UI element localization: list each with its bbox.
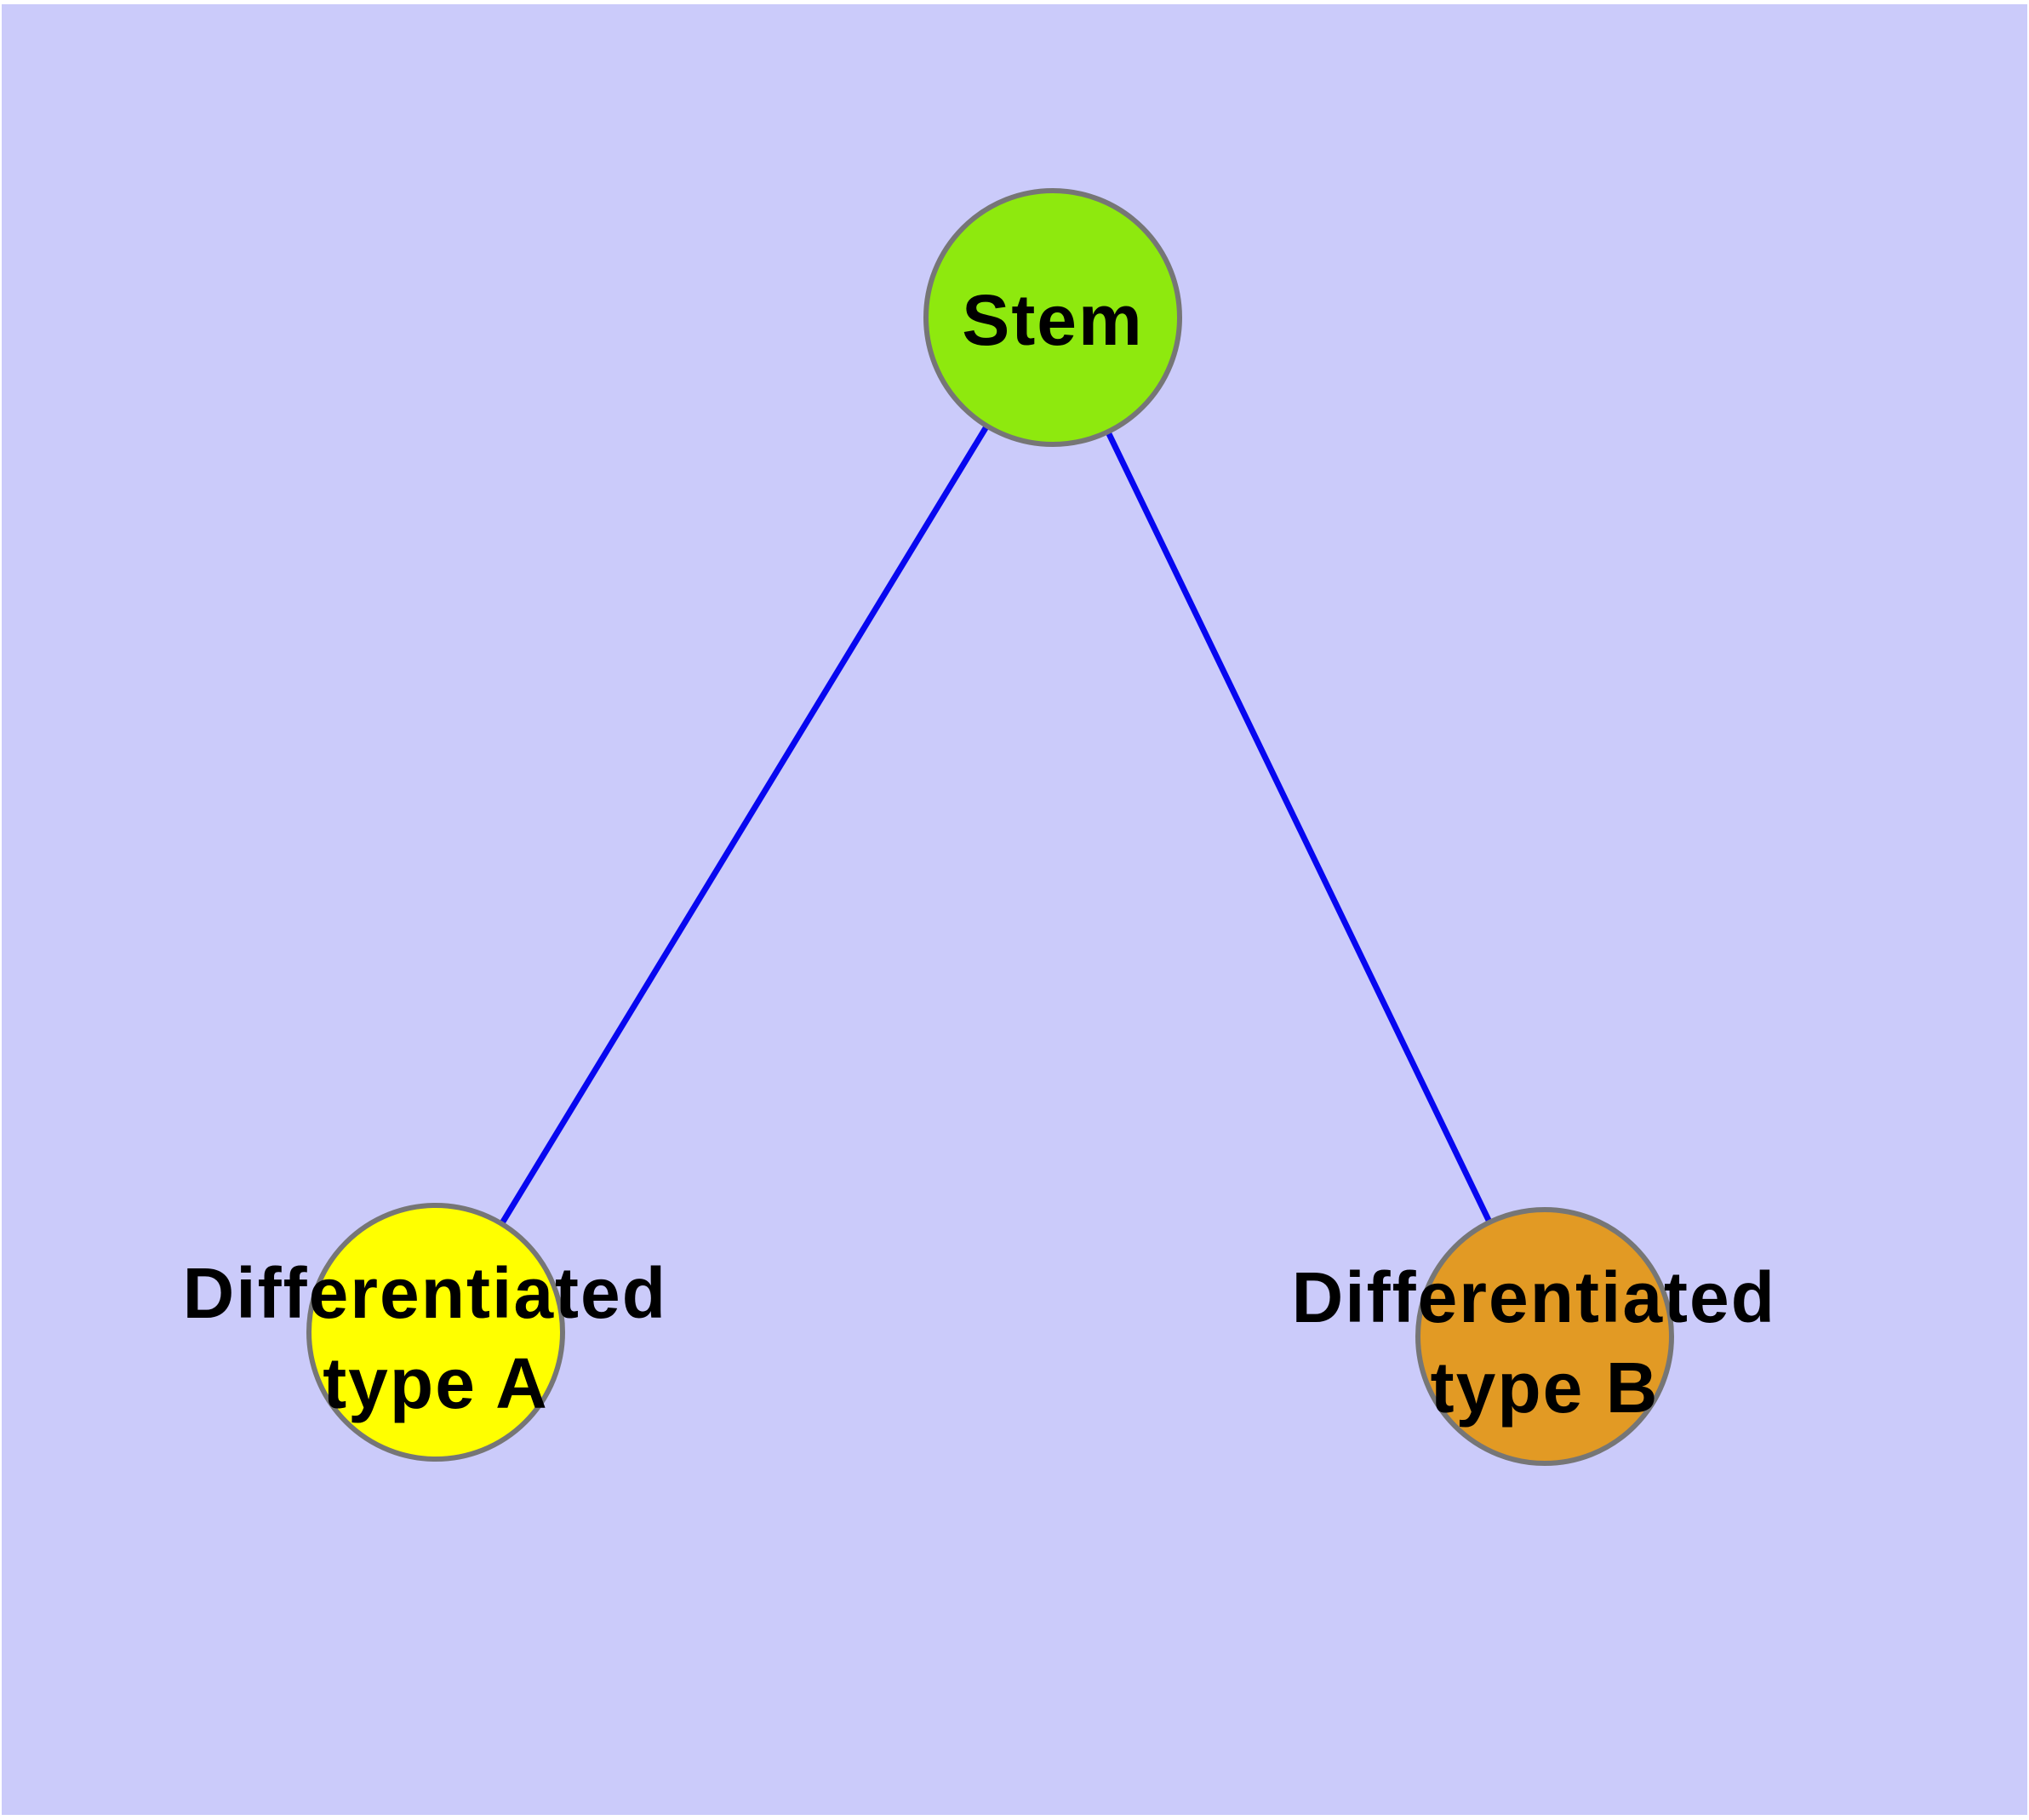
- edge-stem-to-type-b: [1049, 316, 1548, 1338]
- node-differentiated-type-b-label: Differentiated type B: [1292, 1257, 1798, 1428]
- node-differentiated-type-b: Differentiated type B: [1292, 1207, 1798, 1466]
- node-stem: Stem: [923, 188, 1182, 447]
- node-differentiated-type-a: Differentiated type A: [183, 1203, 689, 1462]
- node-differentiated-type-b-circle: [1415, 1207, 1674, 1466]
- node-stem-label: Stem: [962, 280, 1143, 360]
- edge-stem-to-type-a: [433, 316, 1055, 1334]
- node-differentiated-type-a-circle: [306, 1203, 565, 1462]
- node-differentiated-type-a-label: Differentiated type A: [183, 1253, 689, 1423]
- node-stem-circle: [923, 188, 1182, 447]
